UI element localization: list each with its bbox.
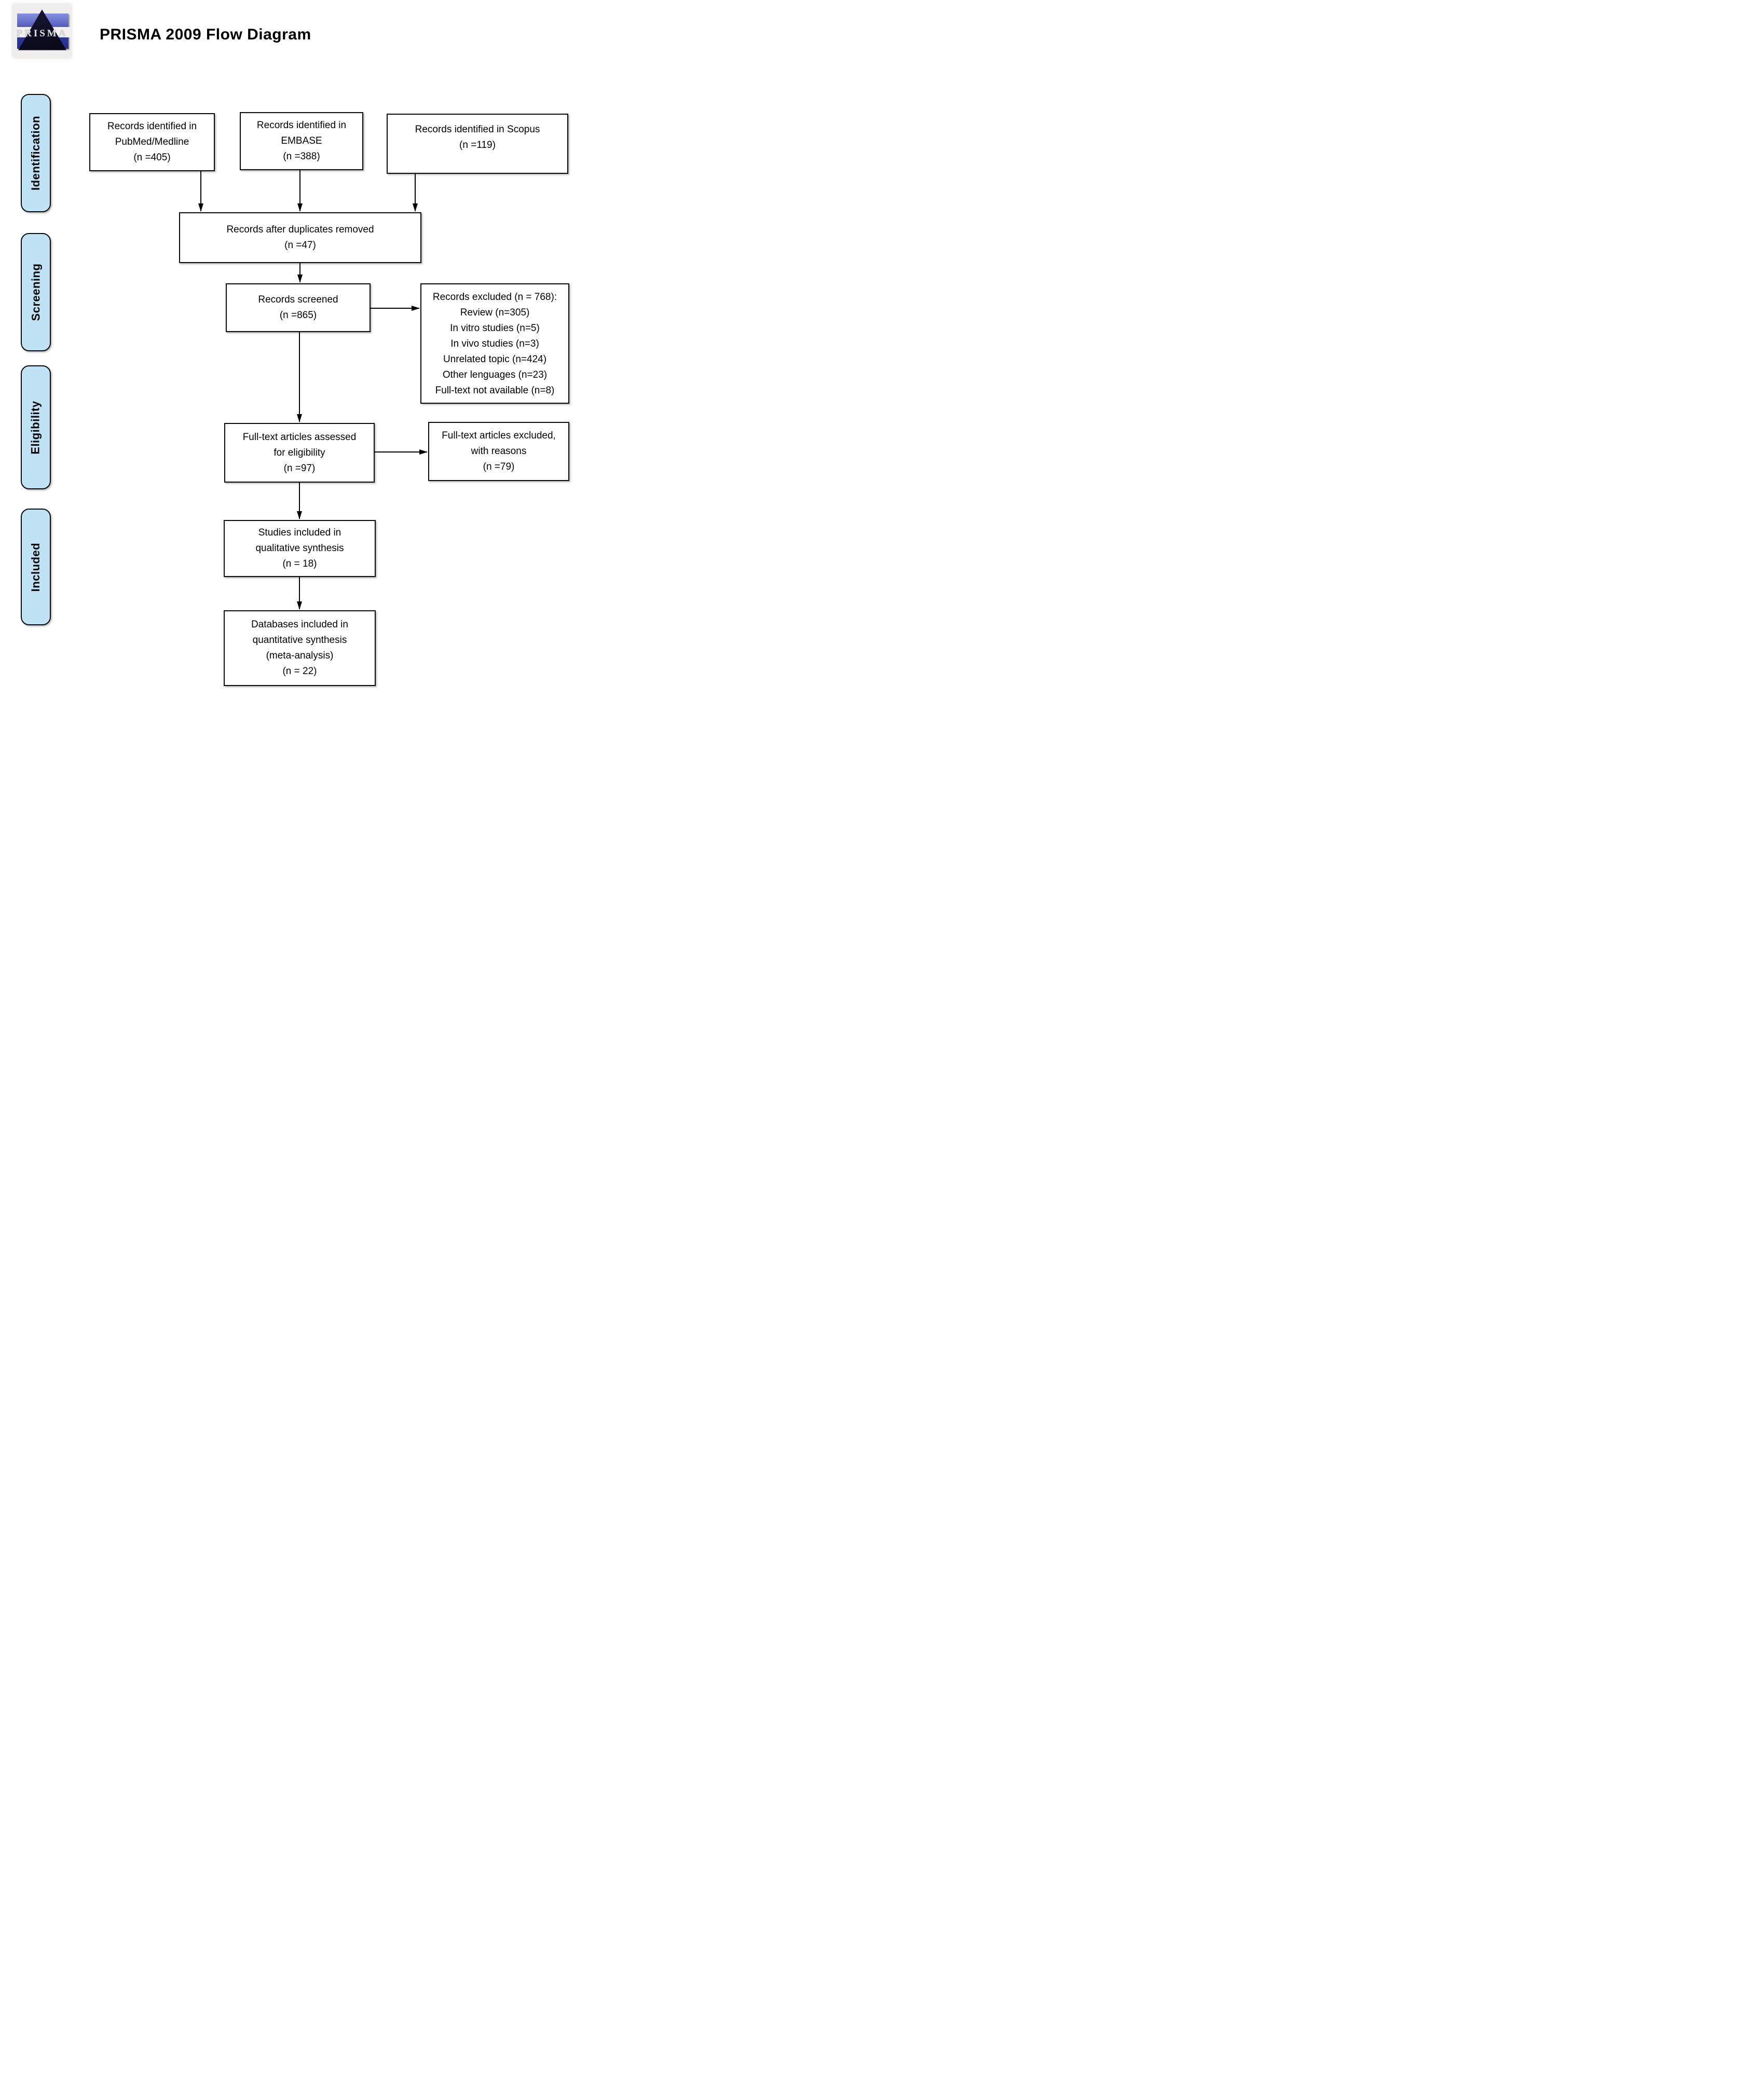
box-fulltext-excluded: Full-text articles excluded, with reasons… (428, 422, 569, 481)
box-text-line: Other lenguages (n=23) (442, 369, 548, 380)
box-text-line: quantitative synthesis (252, 635, 347, 646)
prisma-flow-diagram: PRISMA PRISMA 2009 Flow Diagram Identifi… (0, 0, 588, 699)
box-text-line: Records screened (258, 294, 338, 305)
box-records-excluded: Records excluded (n = 768): Review (n=305… (420, 283, 569, 404)
box-text-line: for eligibility (274, 447, 325, 458)
box-text-line: (n =47) (284, 240, 316, 251)
box-duplicates-removed: Records after duplicates removed (n =47) (179, 212, 421, 263)
page-title: PRISMA 2009 Flow Diagram (100, 26, 311, 43)
box-qualitative-synthesis: Studies included in qualitative synthesis… (224, 520, 376, 577)
box-text-line: (n =119) (459, 140, 496, 150)
box-text-line: Studies included in (258, 527, 341, 538)
box-text-line: Records identified in Scopus (415, 124, 540, 135)
box-text-line: (n =79) (483, 461, 515, 472)
box-text-line: Unrelated topic (n=424) (443, 354, 547, 365)
box-fulltext-assessed: Full-text articles assessed for eligibili… (224, 423, 375, 483)
stage-label-identification: Identification (21, 94, 51, 212)
box-text-line: (n =405) (133, 152, 171, 163)
box-text-line: (n = 22) (282, 666, 317, 677)
stage-label-eligibility: Eligibility (21, 365, 51, 489)
prisma-logo-text: PRISMA (16, 28, 68, 39)
box-records-embase: Records identified in EMBASE (n =388) (240, 112, 363, 170)
box-records-screened: Records screened (n =865) (226, 283, 371, 332)
box-text-line: (n = 18) (282, 558, 317, 569)
box-text-line: Records after duplicates removed (226, 224, 374, 235)
flow-arrows-layer (198, 170, 428, 610)
box-text-line: qualitative synthesis (255, 543, 344, 554)
box-records-pubmed: Records identified in PubMed/Medline (n =4… (89, 113, 215, 171)
box-text-line: In vivo studies (n=3) (450, 338, 539, 349)
box-text-line: In vitro studies (n=5) (450, 323, 540, 334)
stage-label-included: Included (21, 509, 51, 625)
box-text-line: PubMed/Medline (115, 136, 189, 147)
box-records-scopus: Records identified in Scopus (n =119) (387, 114, 568, 174)
box-text-line: Full-text articles assessed (242, 431, 357, 443)
prisma-logo: PRISMA (13, 4, 71, 58)
box-text-line: (n =388) (283, 151, 320, 162)
box-text-line: EMBASE (281, 135, 322, 146)
box-text-line: Records excluded (n = 768): (432, 292, 557, 303)
box-text-line: Full-text articles excluded, (442, 430, 556, 441)
box-text-line: (n =865) (279, 310, 317, 321)
box-text-line: (n =97) (283, 462, 316, 474)
box-text-line: (meta-analysis) (266, 650, 334, 661)
box-text-line: with reasons (471, 446, 527, 457)
box-text-line: Databases included in (251, 619, 348, 630)
box-quantitative-synthesis: Databases included in quantitative synthe… (224, 610, 376, 686)
stage-label-screening: Screening (21, 233, 51, 351)
box-text-line: Review (n=305) (460, 307, 530, 318)
box-text-line: Records identified in (256, 120, 347, 131)
box-text-line: Records identified in (107, 121, 197, 132)
box-text-line: Full-text not available (n=8) (435, 385, 555, 396)
